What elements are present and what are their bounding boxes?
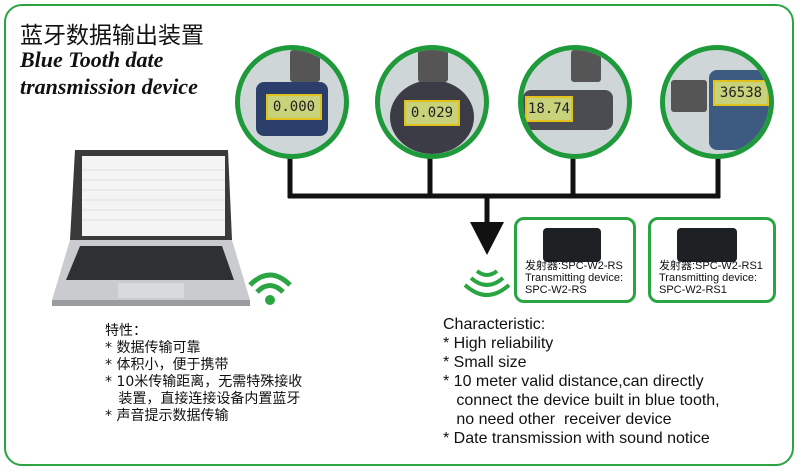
transmitter-image: [677, 228, 737, 262]
title-en-line2: transmission device: [20, 74, 198, 99]
arrow-icon: [470, 222, 504, 255]
transmitter-label-cn: 发射器:SPC-W2-RS1: [659, 260, 763, 272]
feature-item: * 声音提示数据传输: [105, 408, 229, 424]
gauge-reading: 18.74: [525, 96, 573, 122]
transmitter-image: [543, 228, 601, 262]
laptop-icon: [52, 150, 250, 306]
feature-item: * 10 meter valid distance,can directly: [443, 373, 704, 390]
title-en-line1: Blue Tooth date: [20, 47, 164, 72]
feature-item: no need other receiver device: [443, 411, 672, 428]
gauge-caliper: 18.74: [518, 45, 632, 159]
transmitter-model: SPC-W2-RS: [525, 284, 587, 296]
features-cn-heading: 特性：: [105, 323, 147, 339]
feature-item: * 体积小，便于携带: [105, 357, 229, 373]
feature-item: * Date transmission with sound notice: [443, 430, 710, 447]
gauge-dial-indicator: 0.029: [375, 45, 489, 159]
frame-border: [4, 4, 794, 466]
transmitter-label-en: Transmitting device:: [525, 272, 624, 284]
transmitter-model: SPC-W2-RS1: [659, 284, 727, 296]
gauge-reading: 0.000: [266, 94, 322, 120]
transmitter-label-en: Transmitting device:: [659, 272, 758, 284]
feature-item: * Small size: [443, 354, 527, 371]
transmitter-label-cn: 发射器:SPC-W2-RS: [525, 260, 623, 272]
gauge-micrometer: 0.000: [235, 45, 349, 159]
title-cn: 蓝牙数据输出装置: [20, 23, 204, 49]
feature-item: * 数据传输可靠: [105, 340, 201, 356]
feature-item: * 10米传输距离，无需特殊接收: [105, 374, 303, 390]
feature-item: connect the device built in blue tooth,: [443, 392, 720, 409]
gauge-reading: 0.029: [404, 100, 460, 126]
features-en-heading: Characteristic:: [443, 316, 546, 333]
gauge-reading: 36538: [713, 80, 769, 106]
features-en: Characteristic: * High reliability * Sma…: [443, 315, 720, 448]
wifi-icon: [248, 272, 292, 294]
feature-item: 装置，直接连接设备内置蓝牙: [105, 391, 301, 407]
feature-item: * High reliability: [443, 335, 554, 352]
features-cn: 特性： * 数据传输可靠 * 体积小，便于携带 * 10米传输距离，无需特殊接收…: [105, 323, 302, 425]
gauge-height: 36538: [660, 45, 774, 159]
signal-icon: [463, 269, 511, 297]
